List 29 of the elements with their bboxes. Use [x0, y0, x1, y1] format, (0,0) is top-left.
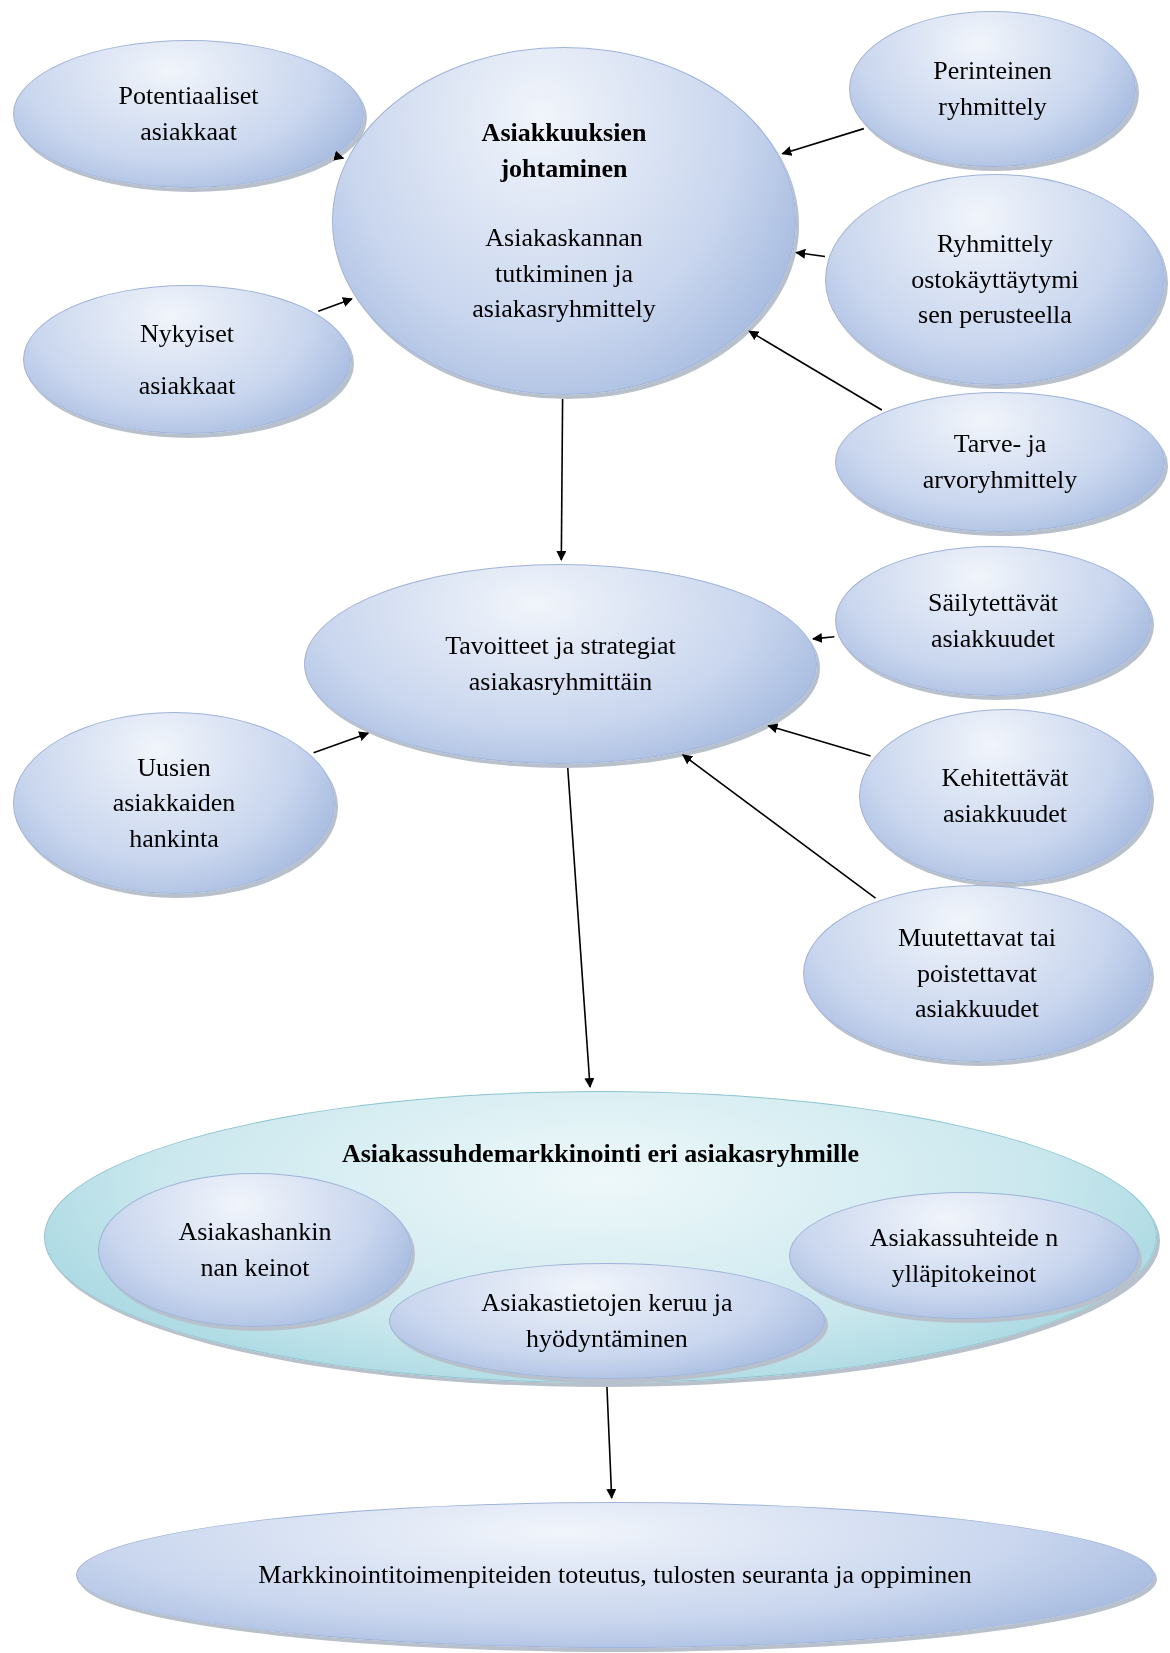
arrow [682, 754, 877, 899]
node-text: Säilytettävät asiakkuudet [927, 587, 1059, 655]
arrow [781, 127, 865, 156]
arrow [312, 731, 370, 754]
node-text: Ryhmittely ostokäyttäytymi sen perusteella [910, 228, 1080, 332]
arrow [566, 767, 595, 1089]
arrow [317, 297, 353, 313]
arrow [333, 150, 345, 161]
arrow [812, 633, 836, 643]
node-text: Nykyiset asiakkaat [137, 317, 237, 402]
node-text: Asiakaskannan tutkiminen ja asiakasryhmittely [471, 222, 657, 326]
node-text: Tavoitteet ja strategiat asiakasryhmittäin [444, 630, 677, 698]
node-text: Potentiaaliset asiakkaat [117, 80, 260, 148]
node-text: Asiakastietojen keruu ja hyödyntäminen [480, 1287, 734, 1355]
arrow [748, 330, 883, 411]
node-text: Muutettavat tai poistettavat asiakkuudet [896, 922, 1058, 1026]
node-text: Uusien asiakkaiden hankinta [111, 751, 237, 855]
node-text: Markkinointitoimenpiteiden toteutus, tulosten seuranta ja oppiminen [257, 1559, 973, 1591]
node-text: Asiakassuhteide n ylläpitokeinot [868, 1221, 1060, 1290]
node-text: Kehitettävät asiakkuudet [940, 762, 1070, 830]
arrow [767, 723, 872, 757]
arrow [795, 248, 826, 259]
node-text: Tarve- ja arvoryhmittely [921, 428, 1079, 496]
node-heading: Asiakkuuksien johtaminen [480, 116, 648, 185]
node-text: Asiakashankin nan keinot [177, 1216, 333, 1284]
node-heading: Asiakassuhdemarkkinointi eri asiakasryhmille [340, 1138, 861, 1170]
node-text: Perinteinen ryhmittely [932, 55, 1053, 123]
arrow [556, 398, 567, 561]
arrow [606, 1386, 617, 1499]
